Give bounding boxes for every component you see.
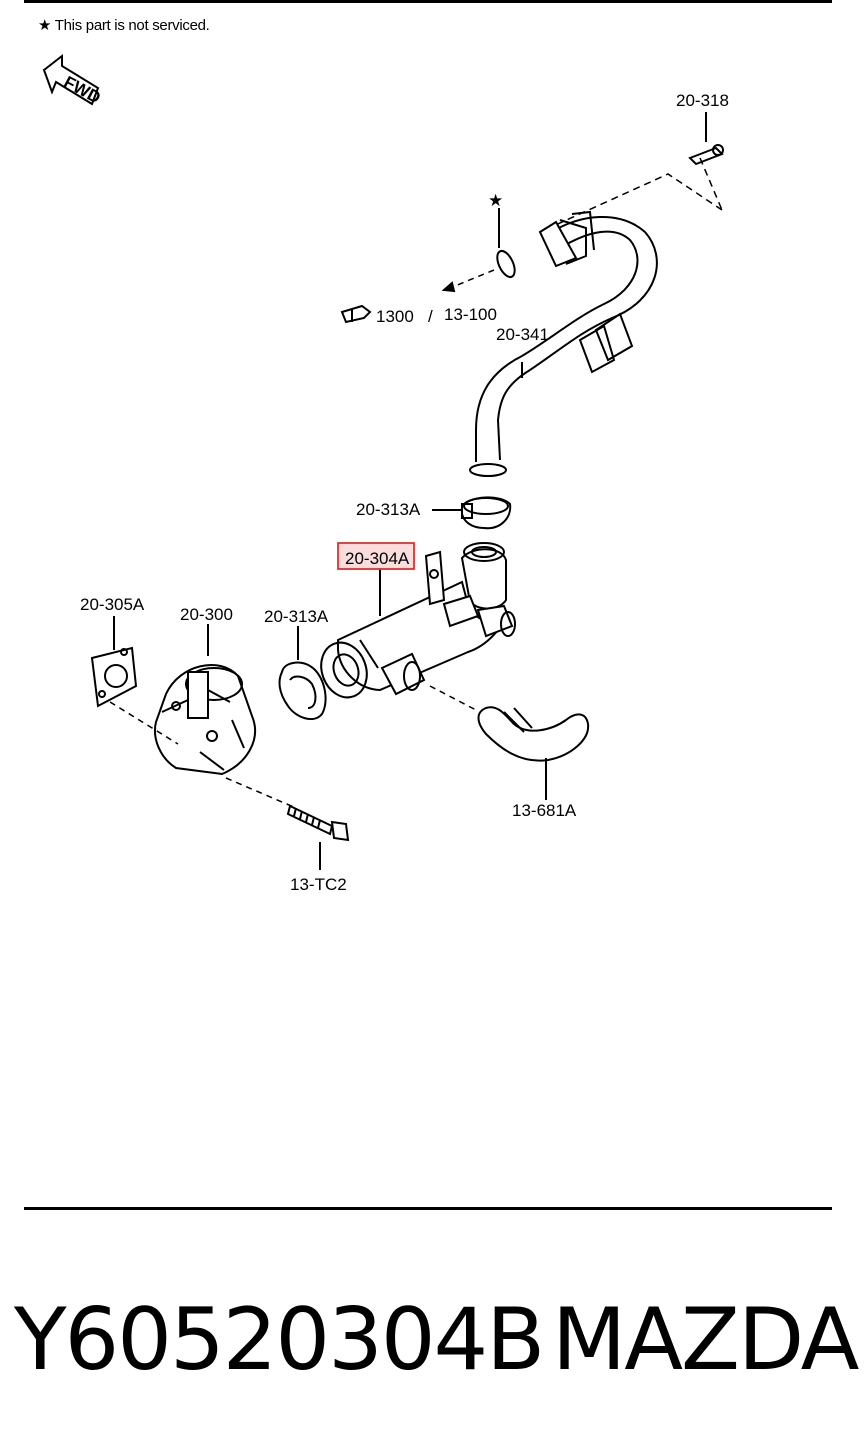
bolt-20-318	[539, 112, 724, 233]
callout-20-318: 20-318	[676, 91, 729, 110]
footer-brand: MAZDA	[552, 1290, 859, 1390]
callout-20-305A: 20-305A	[80, 595, 145, 614]
highlight-box	[337, 542, 415, 570]
fwd-arrow-icon: FWD	[42, 53, 104, 107]
callout-ref-sep: /	[428, 307, 433, 326]
gasket-20-305A	[90, 616, 138, 708]
bolt-13-TC2	[286, 804, 350, 870]
callout-labels: 20-318 ★ 1300 / 13-100 20-341 20-313A 20…	[80, 91, 729, 894]
star-icon: ★	[38, 17, 52, 34]
clamp-20-313A-left	[278, 626, 327, 721]
callout-13-681A: 13-681A	[512, 801, 577, 820]
egr-cooler-20-304A	[320, 542, 516, 711]
o-ring-part	[441, 208, 516, 293]
not-serviced-note: ★ This part is not serviced.	[38, 16, 210, 34]
parts-diagram: FWD	[42, 53, 729, 894]
callout-20-313A-left: 20-313A	[264, 607, 329, 626]
pipe-20-341	[469, 210, 658, 477]
footer-part-number: Y60520304B	[14, 1290, 545, 1390]
callout-20-313A-top: 20-313A	[356, 500, 421, 519]
pointing-hand-icon	[340, 304, 372, 324]
top-rule	[24, 0, 832, 3]
clamp-20-313A-top	[432, 496, 512, 530]
callout-13-TC2: 13-TC2	[290, 875, 347, 894]
callout-20-341: 20-341	[496, 325, 549, 344]
note-text: This part is not serviced.	[54, 17, 210, 34]
egr-valve-20-300	[109, 624, 297, 809]
callout-ref-main: 1300	[376, 307, 414, 326]
hose-13-681A	[477, 706, 590, 800]
footer-rule	[24, 1207, 832, 1210]
callout-ref-sub: 13-100	[444, 305, 497, 324]
star-marker: ★	[488, 191, 503, 210]
callout-20-300: 20-300	[180, 605, 233, 624]
callout-20-304A: 20-304A	[345, 549, 410, 568]
